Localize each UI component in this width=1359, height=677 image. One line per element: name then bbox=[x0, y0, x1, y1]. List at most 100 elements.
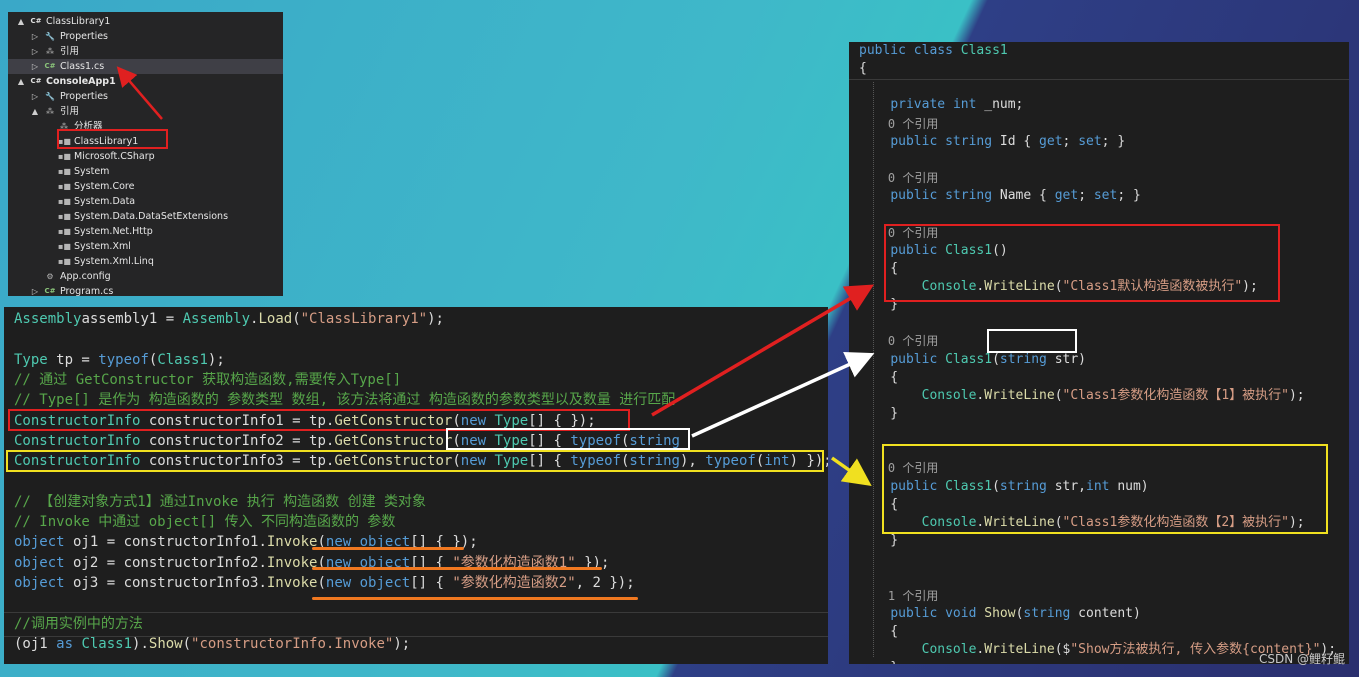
code-line: ConstructorInfo constructorInfo2 = tp.Ge… bbox=[4, 431, 828, 451]
code-token: 0 个引用 bbox=[859, 334, 939, 349]
code-token: ConstructorInfo bbox=[14, 453, 141, 470]
tree-item[interactable]: ▪■System bbox=[8, 164, 283, 179]
code-token bbox=[859, 134, 890, 149]
code-line: Console.WriteLine("Class1默认构造函数被执行"); bbox=[849, 278, 1349, 296]
code-token: new bbox=[325, 534, 352, 551]
code-line bbox=[849, 568, 1349, 586]
code-divider bbox=[4, 612, 828, 613]
tree-item[interactable]: ▪■Microsoft.CSharp bbox=[8, 149, 283, 164]
item-icon: ⁂ bbox=[46, 107, 54, 116]
underline-orange bbox=[312, 567, 602, 570]
program-code-editor[interactable]: Assemblyassembly1 = Assembly.Load("Class… bbox=[4, 307, 828, 664]
code-token: Console bbox=[921, 514, 977, 530]
code-token: [] { bbox=[410, 554, 453, 571]
code-token: ; } bbox=[1101, 133, 1126, 149]
tree-item[interactable]: ▪■System.Net.Http bbox=[8, 224, 283, 239]
tree-item-label: System bbox=[74, 166, 110, 177]
tree-item-label: App.config bbox=[60, 271, 111, 282]
code-token: typeof bbox=[705, 453, 756, 470]
code-token: ( bbox=[992, 478, 1000, 494]
code-token: Invoke bbox=[266, 534, 318, 551]
expand-arrow-icon[interactable]: ▲ bbox=[31, 107, 39, 116]
code-token bbox=[859, 479, 890, 494]
code-token: public bbox=[890, 605, 938, 621]
code-line: } bbox=[849, 405, 1349, 423]
expand-arrow-icon[interactable]: ▷ bbox=[31, 47, 39, 56]
code-token: ( bbox=[755, 453, 765, 470]
code-divider bbox=[849, 79, 1349, 80]
tree-item[interactable]: ▲⁂引用 bbox=[8, 104, 283, 119]
code-line: { bbox=[849, 260, 1349, 278]
code-line: { bbox=[849, 60, 1349, 78]
code-line: object oj1 = constructorInfo1.Invoke(new… bbox=[4, 532, 828, 552]
code-token: new bbox=[460, 432, 487, 449]
code-token: "constructorInfo.Invoke" bbox=[191, 635, 394, 652]
code-token: Type bbox=[494, 432, 529, 449]
expand-arrow-icon[interactable]: ▲ bbox=[17, 77, 25, 86]
item-icon: ⁂ bbox=[60, 122, 68, 131]
code-line: { bbox=[849, 369, 1349, 387]
code-line: public string Id { get; set; } bbox=[849, 133, 1349, 151]
code-token: { bbox=[859, 369, 899, 385]
code-token: Load bbox=[258, 311, 293, 327]
item-icon: ▪■ bbox=[58, 137, 71, 146]
code-token: . bbox=[250, 311, 259, 327]
code-token: ). bbox=[132, 635, 149, 652]
tree-item[interactable]: ▪■ClassLibrary1 bbox=[8, 134, 283, 149]
code-token: as bbox=[56, 635, 74, 652]
code-token bbox=[945, 97, 953, 112]
code-token: assembly1 bbox=[81, 311, 158, 327]
code-line bbox=[849, 151, 1349, 169]
tree-item[interactable]: ▪■System.Xml bbox=[8, 239, 283, 254]
tree-item[interactable]: ▷🔧Properties bbox=[8, 89, 283, 104]
code-line: private int _num; bbox=[849, 96, 1349, 114]
code-token: ; bbox=[1062, 133, 1079, 149]
tree-item-label: Class1.cs bbox=[60, 61, 105, 72]
code-token: ( bbox=[1054, 278, 1063, 294]
code-token: typeof bbox=[570, 432, 621, 449]
expand-arrow-icon[interactable]: ▲ bbox=[17, 17, 25, 26]
code-line: { bbox=[849, 623, 1349, 641]
code-token: typeof bbox=[570, 453, 621, 470]
tree-item[interactable]: ▲C#ClassLibrary1 bbox=[8, 14, 283, 29]
expand-arrow-icon[interactable]: ▷ bbox=[31, 287, 39, 296]
expand-arrow-icon[interactable]: ▷ bbox=[31, 92, 39, 101]
code-token: num) bbox=[1109, 478, 1149, 494]
code-token bbox=[859, 243, 890, 258]
tree-item[interactable]: ▷C#Class1.cs bbox=[8, 59, 283, 74]
tree-item[interactable]: ⚙ App.config bbox=[8, 269, 283, 284]
code-token: 0 个引用 bbox=[859, 171, 939, 186]
expand-arrow-icon[interactable]: ▷ bbox=[31, 62, 39, 71]
tree-item-label: System.Xml.Linq bbox=[74, 256, 154, 267]
code-token: ( bbox=[992, 351, 1000, 367]
code-token: { bbox=[859, 496, 899, 512]
code-token: Assembly bbox=[182, 311, 251, 327]
class1-code-editor[interactable]: public class Class1{ private int _num; 0… bbox=[849, 42, 1349, 664]
code-line bbox=[4, 329, 828, 349]
tree-item[interactable]: ▷🔧Properties bbox=[8, 29, 283, 44]
watermark: CSDN @鲤籽鲲 bbox=[1258, 652, 1345, 666]
code-token: [] { }); bbox=[528, 412, 596, 429]
tree-item[interactable]: ▪■System.Data bbox=[8, 194, 283, 209]
code-line bbox=[849, 423, 1349, 441]
code-divider bbox=[4, 636, 828, 637]
code-token: Class1 bbox=[945, 478, 993, 494]
tree-item[interactable]: ▪■System.Xml.Linq bbox=[8, 254, 283, 269]
code-token: [] { }); bbox=[410, 534, 478, 551]
tree-item-label: System.Core bbox=[74, 181, 135, 192]
code-token: tp = bbox=[47, 351, 99, 368]
code-token: ( bbox=[317, 554, 326, 571]
tree-item[interactable]: ▪■System.Data.DataSetExtensions bbox=[8, 209, 283, 224]
tree-item[interactable]: ▷C#Program.cs bbox=[8, 284, 283, 296]
code-token: Type bbox=[494, 412, 529, 429]
tree-item[interactable]: ▲C#ConsoleApp1 bbox=[8, 74, 283, 89]
code-token: int bbox=[1086, 478, 1110, 494]
item-icon: ⚙ bbox=[46, 272, 54, 281]
code-token bbox=[859, 388, 922, 403]
tree-item[interactable]: ▪■System.Core bbox=[8, 179, 283, 194]
tree-item[interactable]: ⁂分析器 bbox=[8, 119, 283, 134]
code-token bbox=[859, 642, 922, 657]
tree-item[interactable]: ▷⁂引用 bbox=[8, 44, 283, 59]
expand-arrow-icon[interactable]: ▷ bbox=[31, 32, 39, 41]
code-line: ConstructorInfo constructorInfo3 = tp.Ge… bbox=[4, 451, 828, 471]
